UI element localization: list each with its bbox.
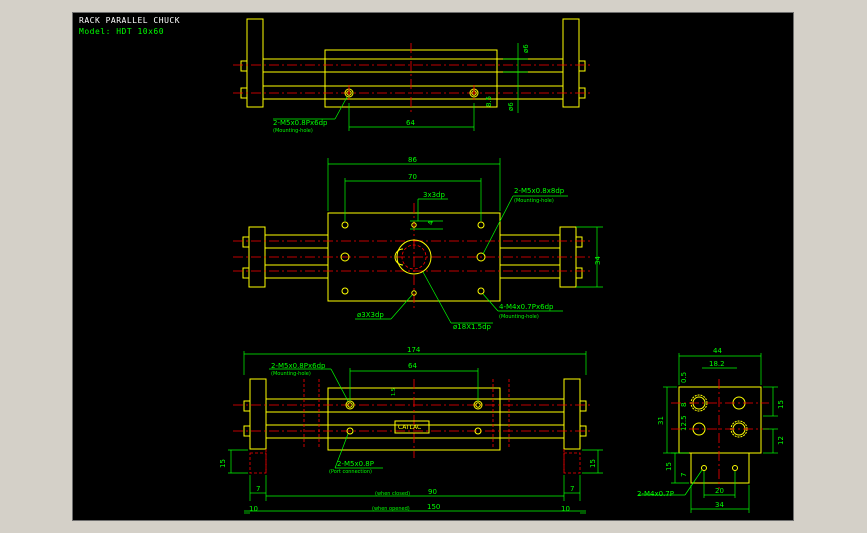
mid-callout-1-sub: (Mounting-hole) bbox=[514, 198, 554, 204]
front-right-jaw bbox=[563, 378, 581, 450]
front-callout-1-sub: (Mounting-hole) bbox=[271, 371, 311, 377]
middle-view: 86 70 3x3dp 4 34 2-M5x0.8x8dp (Moun bbox=[233, 156, 603, 331]
top-callout: 2-M5x0.8Px6dp bbox=[273, 119, 328, 127]
side-dim-12: 12 bbox=[777, 436, 785, 445]
front-dim-7b: 7 bbox=[570, 485, 574, 493]
mid-callout-3: ø3X3dp bbox=[357, 311, 384, 319]
side-dim-31: 31 bbox=[657, 416, 665, 425]
mid-callout-2-sub: (Mounting-hole) bbox=[499, 314, 539, 320]
top-left-jaw bbox=[246, 18, 264, 108]
drawing-title: RACK PARALLEL CHUCK bbox=[79, 16, 181, 25]
side-dim-34: 34 bbox=[715, 501, 724, 509]
top-dim-64: 64 bbox=[406, 119, 415, 127]
drawing-model: Model: HDT 10x60 bbox=[79, 27, 165, 36]
front-dim-90: 90 bbox=[428, 488, 437, 496]
side-dim-18: 18.2 bbox=[709, 360, 725, 368]
top-callout-sub: (Mounting-hole) bbox=[273, 128, 313, 134]
front-left-jaw bbox=[249, 378, 267, 450]
front-view: CATLAC 1.5 174 64 7 7 10 bbox=[219, 346, 603, 514]
front-opened-note: (when opened) bbox=[372, 506, 410, 512]
mid-dim-4: 4 bbox=[427, 220, 435, 225]
top-dim-d1: ø6 bbox=[522, 44, 530, 53]
mid-dim-34: 34 bbox=[594, 256, 602, 265]
side-dim-125: 12.5 bbox=[680, 415, 688, 431]
top-right-jaw bbox=[562, 18, 580, 108]
front-dim-174: 174 bbox=[407, 346, 421, 354]
side-dim-8: 8 bbox=[680, 403, 688, 407]
front-dim-150: 150 bbox=[427, 503, 440, 511]
mid-callout-1: 2-M5x0.8x8dp bbox=[514, 187, 565, 195]
front-callout-1: 2-M5x0.8Px6dp bbox=[271, 362, 326, 370]
technical-drawing: .o { stroke:#ffff00; fill:none; stroke-w… bbox=[219, 18, 785, 514]
mid-dim-86: 86 bbox=[408, 156, 417, 164]
top-view: 64 ø6 ø6 8.5 2-M5x0.8Px6dp (Mounting-hol… bbox=[233, 18, 593, 134]
side-dim-15a: 15 bbox=[777, 400, 785, 409]
top-dim-d3: 8.5 bbox=[485, 96, 493, 107]
side-dim-05: 0.5 bbox=[680, 372, 688, 383]
front-dim-10b: 10 bbox=[561, 505, 570, 513]
front-callout-2-sub: (Port connection) bbox=[329, 469, 372, 475]
front-callout-2: 2-M5x0.8P bbox=[337, 460, 374, 468]
drawing-viewport[interactable]: RACK PARALLEL CHUCK Model: HDT 10x60 .o … bbox=[72, 12, 794, 521]
front-side-note: 1.5 bbox=[391, 388, 397, 396]
top-dim-d2: ø6 bbox=[507, 102, 515, 111]
front-dim-7a: 7 bbox=[256, 485, 260, 493]
front-closed-note: (when closed) bbox=[375, 491, 410, 497]
front-dim-15b: 15 bbox=[589, 459, 597, 468]
front-logo: CATLAC bbox=[398, 424, 421, 431]
front-dim-10a: 10 bbox=[249, 505, 258, 513]
mid-callout-2: 4-M4x0.7Px6dp bbox=[499, 303, 554, 311]
front-dim-64: 64 bbox=[408, 362, 417, 370]
side-callout: 2-M4x0.7P bbox=[637, 490, 674, 498]
side-dim-15b: 15 bbox=[665, 462, 673, 471]
side-dim-7: 7 bbox=[680, 473, 688, 477]
side-jaw bbox=[690, 452, 750, 484]
side-body bbox=[678, 386, 762, 454]
side-dim-44: 44 bbox=[713, 347, 722, 355]
mid-callout-4: ø18X1.5dp bbox=[453, 323, 492, 331]
side-view: 44 18.2 31 0.5 8 12.5 15 12 bbox=[637, 347, 785, 513]
mid-dim-70: 70 bbox=[408, 173, 417, 181]
mid-dim-3x3: 3x3dp bbox=[423, 191, 445, 199]
front-dim-15a: 15 bbox=[219, 459, 227, 468]
side-dim-20: 20 bbox=[715, 487, 724, 495]
front-logo-plate bbox=[394, 420, 430, 434]
